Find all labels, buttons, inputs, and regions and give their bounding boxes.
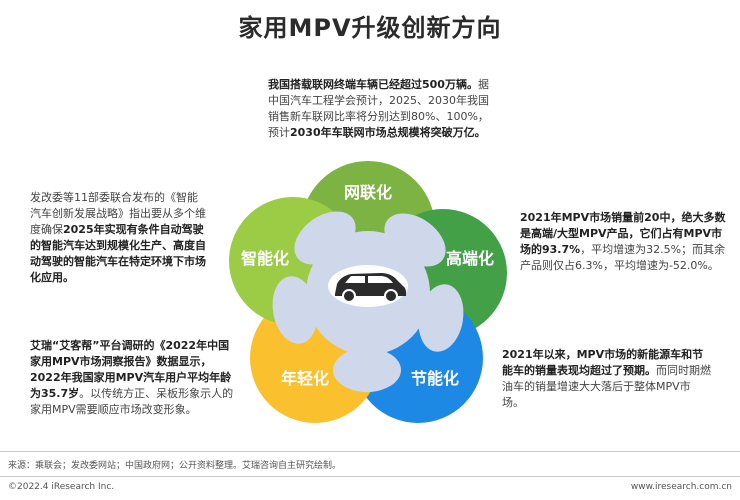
car-icon: [328, 265, 408, 307]
note-segment: 。以传统方正、呆板形象示人的家用MPV需要顺应市场改变形象。: [30, 387, 234, 416]
petal-label-youthful: 年轻化: [281, 369, 329, 388]
overlap-lenses: [272, 211, 464, 392]
website: www.iresearch.com.cn: [630, 482, 732, 492]
note-segment: 艾瑞“艾客帮”平台调研的《2022年中国家用MPV市场洞察报告》数据显示，202…: [30, 339, 232, 400]
petal-label-intelligence: 智能化: [241, 249, 289, 268]
note-segment: ，平均增速为32.5%；而其余产品则仅占6.3%，平均增速为-52.0%。: [520, 243, 726, 272]
note-segment: 发改委等11部委联合发布的《智能汽车创新发展战略》指出要从多个维度确保: [30, 191, 206, 236]
note-energy-saving: 2021年以来，MPV市场的新能源车和节能车的销量表现均超过了预期。而同时期燃油…: [502, 347, 712, 411]
note-segment: 2025年实现有条件自动驾驶的智能汽车达到规模化生产、高度自动驾驶的智能汽车在特…: [30, 223, 206, 284]
note-segment: 我国搭载联网终端车辆已经超过500万辆。: [268, 78, 478, 91]
note-segment: 2021年以来，MPV市场的新能源车和节能车的销量表现均超过了预期。: [502, 348, 704, 377]
note-segment: 2030年车联网市场总规模将突破万亿。: [290, 126, 486, 139]
note-segment: 2021年MPV市场销量前20中，绝大多数是高端/大型MPV产品，它们占有MPV…: [520, 211, 726, 256]
note-intelligence: 发改委等11部委联合发布的《智能汽车创新发展战略》指出要从多个维度确保2025年…: [30, 190, 208, 286]
footer-divider: [0, 451, 740, 452]
petal-label-energy-saving: 节能化: [411, 369, 459, 388]
note-premium: 2021年MPV市场销量前20中，绝大多数是高端/大型MPV产品，它们占有MPV…: [520, 210, 728, 274]
note-segment: 而同时期燃油车的销量增速大大落后于整体MPV市场。: [502, 364, 711, 409]
copyright: ©2022.4 iResearch Inc.: [8, 482, 115, 492]
footer-divider-bottom: [0, 476, 740, 477]
note-youthful: 艾瑞“艾客帮”平台调研的《2022年中国家用MPV市场洞察报告》数据显示，202…: [30, 338, 240, 418]
note-segment: 据中国汽车工程学会预计，2025、2030年我国销售新车联网比率将分别达到80%…: [268, 78, 489, 139]
petal-label-connectivity: 网联化: [344, 183, 392, 202]
innovation-flower-diagram: 网联化 高端化 节能化 年轻化 智能化: [229, 161, 507, 423]
note-connectivity: 我国搭载联网终端车辆已经超过500万辆。据中国汽车工程学会预计，2025、203…: [268, 77, 498, 141]
source-note: 来源：乘联会；发改委网站；中国政府网；公开资料整理。艾瑞咨询自主研究绘制。: [8, 461, 342, 471]
page-title: 家用MPV升级创新方向: [238, 14, 502, 42]
petal-label-premium: 高端化: [446, 249, 494, 268]
